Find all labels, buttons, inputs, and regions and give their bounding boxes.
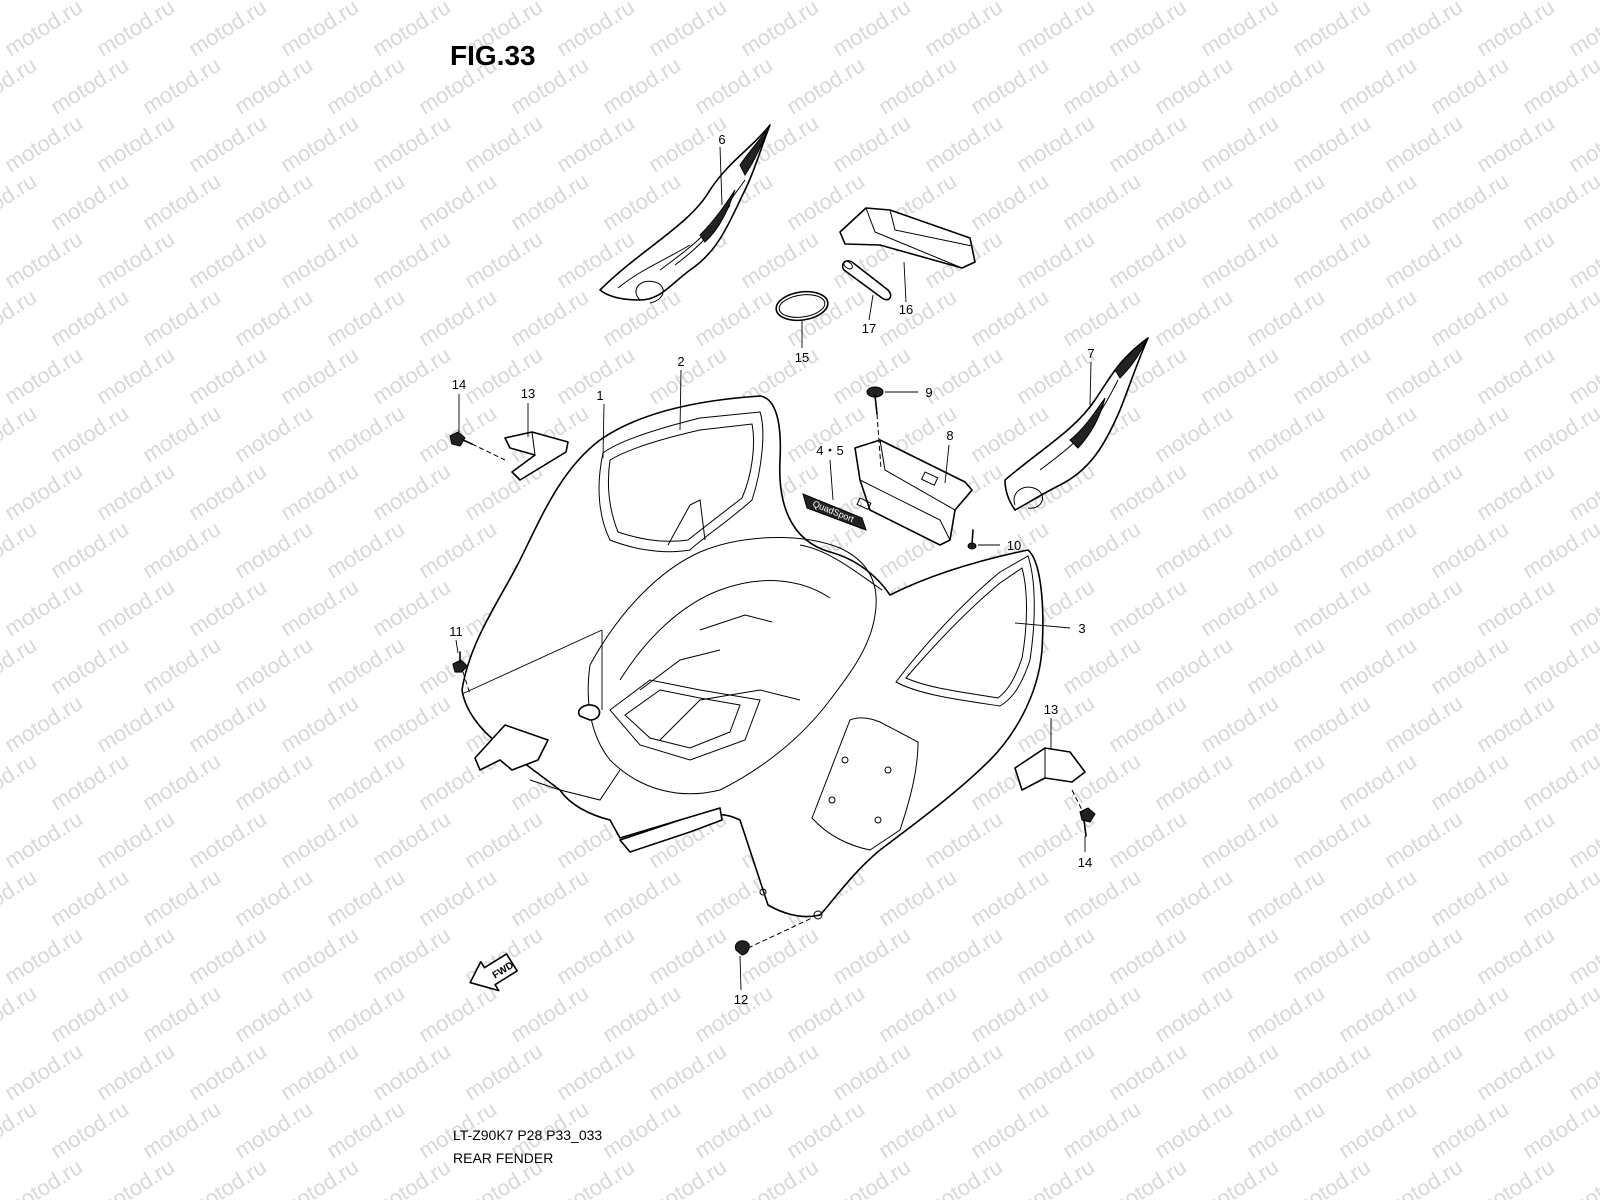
figure-code: LT-Z90K7 P28 P33_033 [453, 1127, 603, 1143]
figure-name: REAR FENDER [453, 1150, 554, 1166]
screw-part-9 [866, 386, 884, 469]
emblem-part-4-5: QuadSport [802, 493, 867, 531]
bolt-part-11 [452, 651, 471, 695]
callout-14-right: 14 [1078, 855, 1092, 870]
rear-fender-part-1 [461, 395, 1044, 920]
bracket-right-part-13 [1014, 747, 1086, 791]
leader-lines [455, 146, 1092, 991]
figure-title: FIG.33 [450, 40, 536, 71]
callout-3: 3 [1078, 621, 1085, 636]
callout-11: 11 [449, 624, 463, 639]
callout-13-left: 13 [521, 386, 535, 401]
callout-labels: 1 2 3 4・5 6 7 8 9 10 11 12 13 13 14 14 1… [449, 132, 1094, 1007]
bolt-left-part-14 [449, 431, 506, 461]
callout-14-left: 14 [452, 377, 466, 392]
callout-17: 17 [862, 321, 876, 336]
callout-15: 15 [795, 350, 809, 365]
callout-13-right: 13 [1044, 702, 1058, 717]
clip-part-12 [734, 917, 813, 956]
callout-16: 16 [899, 302, 913, 317]
callout-7: 7 [1087, 346, 1094, 361]
callout-8: 8 [946, 428, 953, 443]
o-ring-part-15 [775, 290, 829, 322]
callout-10: 10 [1007, 538, 1021, 553]
callout-1: 1 [596, 388, 603, 403]
decal-right-part-7 [1004, 337, 1149, 511]
callout-12: 12 [734, 992, 748, 1007]
callout-4-5: 4・5 [816, 443, 843, 458]
decal-left-part-6 [599, 124, 771, 304]
bolt-right-part-14 [1071, 789, 1096, 837]
screw-part-10 [967, 529, 977, 550]
callout-9: 9 [925, 385, 932, 400]
forward-arrow-icon: FWD [469, 953, 518, 992]
tool-rod-part-17 [841, 260, 892, 301]
tool-bag-part-16 [839, 207, 976, 269]
callout-2: 2 [677, 354, 684, 369]
bracket-left-part-13 [504, 431, 569, 481]
box-bracket-part-8 [854, 439, 973, 546]
callout-6: 6 [718, 132, 725, 147]
